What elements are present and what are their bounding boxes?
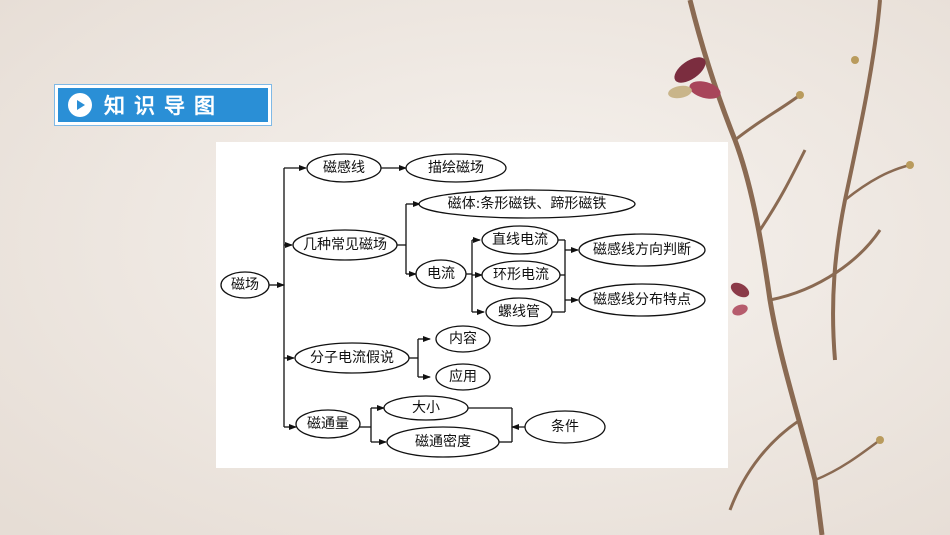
node-tiaojian — [524, 410, 606, 444]
node-dianliu — [415, 259, 467, 289]
section-title-box: 知识导图 — [55, 85, 271, 125]
node-fenzi — [294, 342, 410, 374]
label-luoxian: 螺线管 — [498, 304, 540, 320]
label-citi: 磁体:条形磁铁、蹄形磁铁 — [448, 195, 607, 212]
node-cixian — [306, 153, 382, 183]
concept-map: 磁场 磁感线 描绘磁场 几种常见磁场 磁体:条形磁铁、蹄形磁铁 电流 直线电流 … — [220, 153, 706, 458]
label-yingyong: 应用 — [449, 368, 477, 385]
label-zhixian: 直线电流 — [492, 231, 548, 248]
node-daxiao — [383, 395, 469, 421]
label-huanxing: 环形电流 — [493, 267, 549, 283]
section-title: 知识导图 — [104, 94, 224, 118]
node-zhixian — [481, 225, 559, 255]
label-fangxiang: 磁感线方向判断 — [593, 241, 691, 258]
label-jizhong: 几种常见磁场 — [303, 237, 387, 253]
play-circle-icon — [68, 93, 92, 117]
label-miaohui: 描绘磁场 — [428, 160, 484, 176]
node-root — [220, 271, 270, 299]
node-jizhong — [292, 229, 398, 261]
node-fangxiang — [578, 233, 706, 267]
label-fenzi: 分子电流假说 — [310, 350, 394, 366]
node-citongliang — [295, 409, 361, 439]
label-citongliang: 磁通量 — [307, 416, 349, 432]
label-dianliu: 电流 — [427, 266, 455, 282]
node-yingyong — [435, 363, 491, 391]
node-huanxing — [481, 260, 561, 290]
concept-map-panel: 磁场 磁感线 描绘磁场 几种常见磁场 磁体:条形磁铁、蹄形磁铁 电流 直线电流 … — [216, 142, 728, 468]
node-neirong — [435, 325, 491, 353]
label-neirong: 内容 — [449, 330, 477, 347]
label-fenbu: 磁感线分布特点 — [593, 291, 691, 308]
label-midu: 磁通密度 — [415, 433, 471, 450]
node-ellipses — [220, 153, 706, 458]
label-daxiao: 大小 — [412, 400, 440, 416]
node-luoxian — [485, 297, 553, 327]
node-miaohui — [405, 153, 507, 183]
label-tiaojian: 条件 — [551, 418, 579, 435]
connector-lines — [269, 165, 579, 445]
node-citi — [418, 189, 636, 219]
label-cixian: 磁感线 — [323, 159, 365, 176]
label-root: 磁场 — [231, 277, 259, 293]
node-midu — [386, 426, 500, 458]
node-fenbu — [578, 283, 706, 317]
